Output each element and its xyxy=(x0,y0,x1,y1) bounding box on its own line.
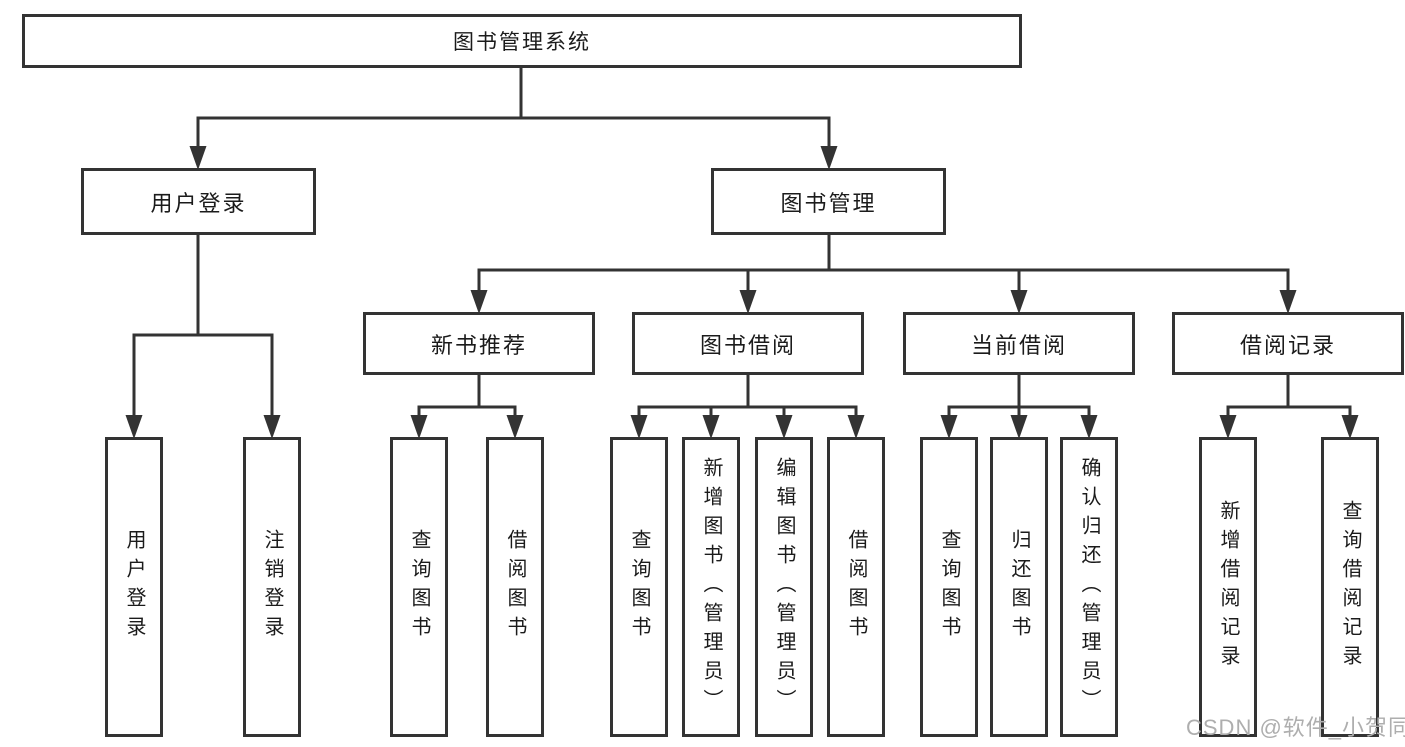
leaf-borrow-books-recommend: 借阅图书 xyxy=(486,437,544,737)
leaf-query-books-recommend: 查询图书 xyxy=(390,437,448,737)
leaf-add-borrow-record: 新增借阅记录 xyxy=(1199,437,1257,737)
leaf-edit-book-admin: 编辑图书（管理员） xyxy=(755,437,813,737)
node-book-management: 图书管理 xyxy=(711,168,946,235)
leaf-borrow-books: 借阅图书 xyxy=(827,437,885,737)
leaf-query-borrow-record: 查询借阅记录 xyxy=(1321,437,1379,737)
node-current-borrowing: 当前借阅 xyxy=(903,312,1135,375)
node-book-borrowing: 图书借阅 xyxy=(632,312,864,375)
leaf-query-books-current: 查询图书 xyxy=(920,437,978,737)
leaf-confirm-return-admin: 确认归还（管理员） xyxy=(1060,437,1118,737)
leaf-logout: 注销登录 xyxy=(243,437,301,737)
leaf-query-books-borrowing: 查询图书 xyxy=(610,437,668,737)
node-new-book-recommendation: 新书推荐 xyxy=(363,312,595,375)
leaf-add-book-admin: 新增图书（管理员） xyxy=(682,437,740,737)
csdn-watermark: CSDN @软件_小贺同学 xyxy=(1186,715,1405,740)
leaf-return-book: 归还图书 xyxy=(990,437,1048,737)
node-system-title: 图书管理系统 xyxy=(22,14,1022,68)
node-borrowing-records: 借阅记录 xyxy=(1172,312,1404,375)
arrowhead-icons xyxy=(125,146,1359,439)
leaf-user-login: 用户登录 xyxy=(105,437,163,737)
node-user-login: 用户登录 xyxy=(81,168,316,235)
